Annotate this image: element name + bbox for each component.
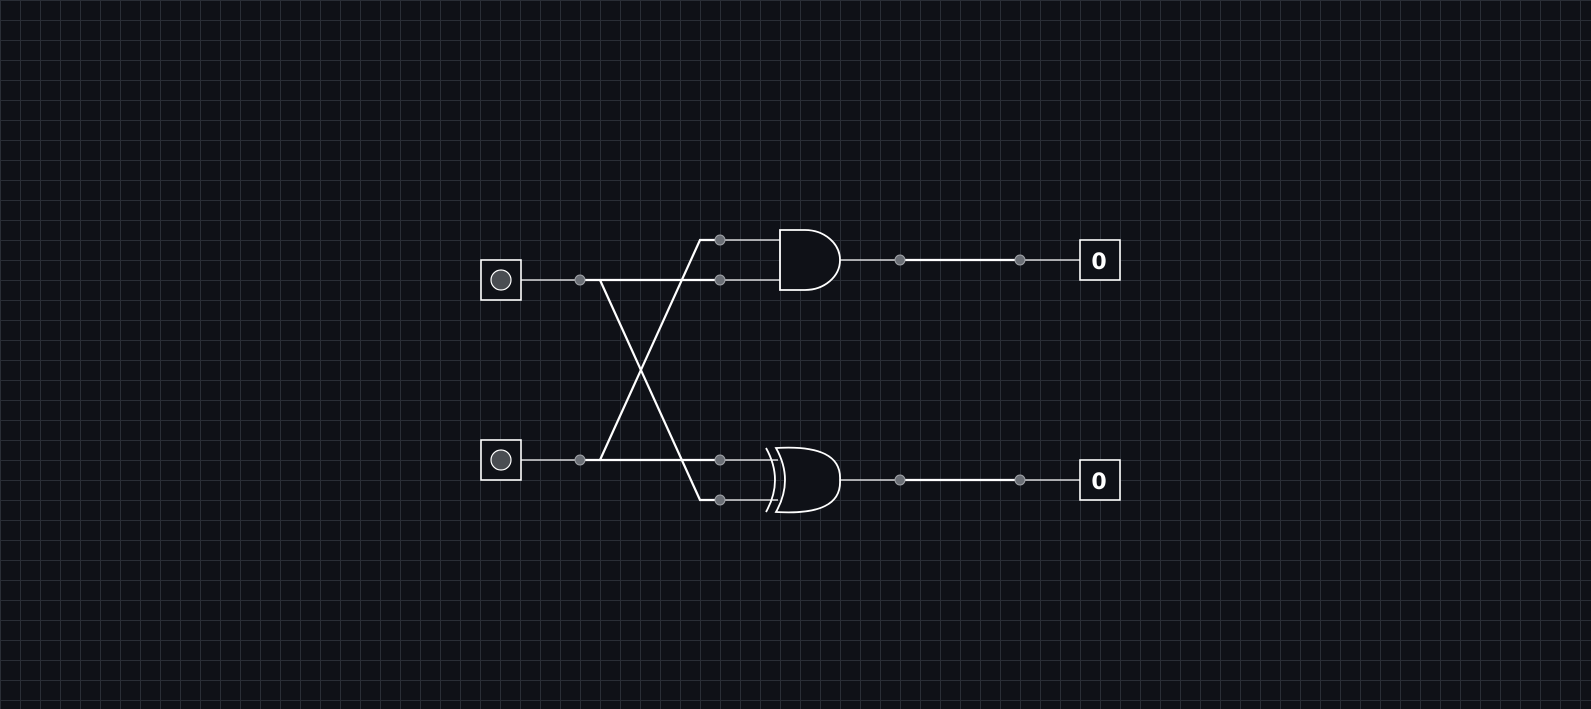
junction-pin[interactable] [1014,254,1026,266]
junction-pin[interactable] [714,494,726,506]
input-a-knob[interactable] [490,269,512,291]
input-b-knob[interactable] [490,449,512,471]
output-carry-display: 0 [1079,239,1121,281]
junction-pin[interactable] [714,454,726,466]
output-sum-value: 0 [1091,470,1106,495]
output-carry-value: 0 [1091,250,1106,275]
output-sum-frame [1079,459,1121,501]
input-a-switch[interactable] [480,259,522,301]
input-b-switch[interactable] [480,439,522,481]
xor-gate-back-curve [765,447,776,513]
junction-pin[interactable] [894,474,906,486]
junction-pin[interactable] [1014,474,1026,486]
junction-pin[interactable] [574,274,586,286]
junction-pin[interactable] [714,234,726,246]
xor-gate[interactable] [765,446,841,514]
junction-pin[interactable] [714,274,726,286]
output-carry-frame [1079,239,1121,281]
junction-pin[interactable] [894,254,906,266]
output-sum-display: 0 [1079,459,1121,501]
wire-a-to-xor[interactable] [598,279,720,502]
wire-b-to-and[interactable] [598,238,720,461]
xor-gate-body [774,446,841,514]
and-gate[interactable] [779,229,841,291]
junction-pin[interactable] [574,454,586,466]
